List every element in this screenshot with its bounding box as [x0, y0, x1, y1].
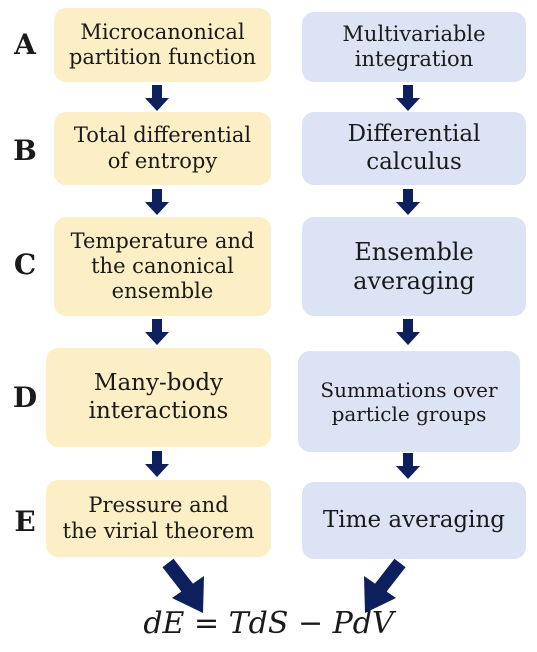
right-box-b-text: Differential calculus	[347, 120, 481, 175]
right-box-e: Time averaging	[302, 482, 526, 559]
left-box-e-text: Pressure and the virial theorem	[62, 493, 255, 543]
row-label-e: E	[14, 505, 36, 538]
row-label-c: C	[13, 248, 37, 281]
arrow-right-c-d	[396, 319, 420, 345]
arrow-right-to-formula	[364, 558, 406, 613]
row-label-b: B	[13, 134, 37, 167]
arrow-right-b-c	[396, 189, 420, 215]
right-box-a-text: Multivariable integration	[342, 21, 486, 71]
arrow-left-to-formula	[162, 558, 204, 613]
left-box-c-text: Temperature and the canonical ensemble	[70, 228, 255, 304]
arrow-left-c-d	[145, 319, 169, 345]
right-box-d: Summations over particle groups	[298, 351, 520, 452]
arrow-right-d-e	[396, 453, 420, 479]
arrow-left-a-b	[145, 85, 169, 111]
right-box-c-text: Ensemble averaging	[353, 237, 475, 295]
left-box-d-text: Many-body interactions	[88, 369, 229, 424]
row-label-d: D	[12, 381, 38, 414]
right-box-d-text: Summations over particle groups	[320, 377, 498, 426]
right-box-e-text: Time averaging	[322, 506, 506, 533]
left-box-c: Temperature and the canonical ensemble	[54, 217, 271, 316]
energy-formula: dE = TdS − PdV	[143, 606, 394, 641]
left-box-a-text: Microcanonical partition function	[68, 19, 257, 69]
row-label-a: A	[14, 28, 36, 61]
arrow-left-d-e	[145, 451, 169, 477]
left-box-d: Many-body interactions	[46, 348, 271, 447]
left-box-a: Microcanonical partition function	[54, 8, 271, 82]
left-box-e: Pressure and the virial theorem	[46, 480, 271, 557]
arrow-right-a-b	[396, 85, 420, 111]
right-box-c: Ensemble averaging	[302, 217, 526, 316]
right-box-b: Differential calculus	[302, 112, 526, 185]
arrow-left-b-c	[145, 189, 169, 215]
left-box-b-text: Total differential of entropy	[73, 123, 252, 173]
right-box-a: Multivariable integration	[302, 12, 526, 82]
left-box-b: Total differential of entropy	[54, 112, 271, 185]
